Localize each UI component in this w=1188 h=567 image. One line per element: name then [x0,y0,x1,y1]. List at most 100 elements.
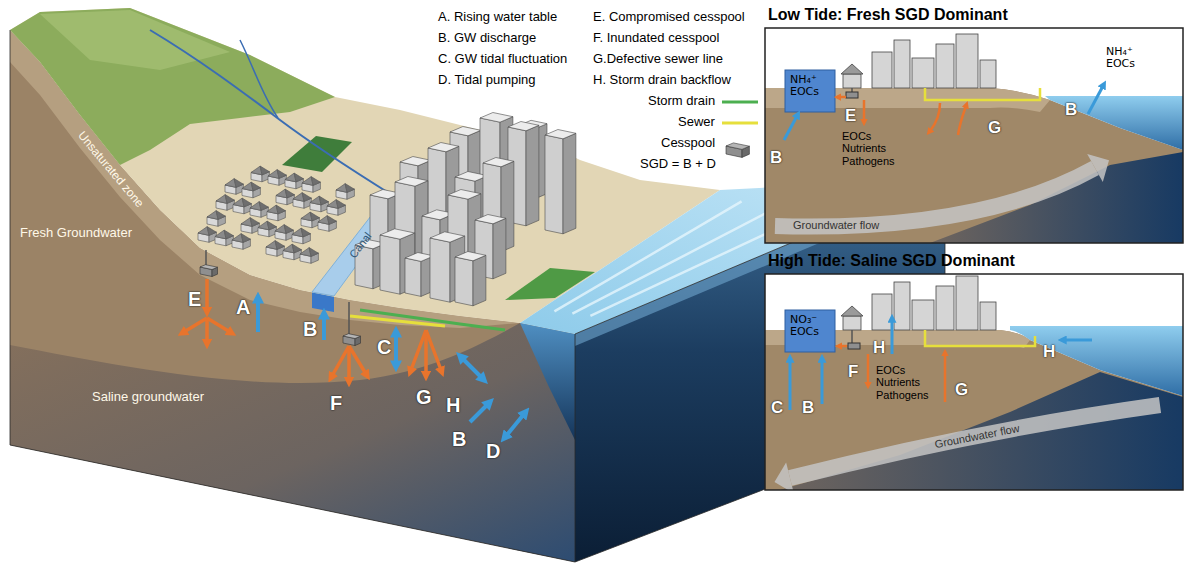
low-tide-scene [839,96,846,99]
cesspool-symbol [726,143,749,150]
high-tide-scene [841,306,863,316]
house-icon [276,205,285,214]
building-icon [405,253,434,297]
land-surface [282,136,352,172]
house-icon [285,189,294,198]
high-tide-scene [925,330,1035,346]
high-tide-scene [840,345,847,348]
legend-item: Cesspool [661,136,715,151]
house-icon [302,193,311,202]
house-icon [266,241,284,257]
process-letter: G [955,380,968,399]
house-icon [258,221,276,237]
house-icon [345,184,354,193]
zone-label: Saline groundwater [92,390,204,405]
low-tide-scene [872,52,892,88]
house-icon [318,216,336,232]
ocean-surface [554,201,741,311]
pipes [206,250,505,336]
building-icon [380,229,415,239]
high-tide-scene [944,354,947,402]
pipes [350,316,445,326]
house-icon [283,244,301,260]
process-letter: B [303,318,317,340]
key-item: D. Tidal pumping [438,73,536,88]
house-icon [310,196,328,212]
house-icon [198,227,216,243]
house-icon [293,193,311,209]
water-arrow [256,300,260,332]
house-icon [260,166,269,175]
panel-title: Low Tide: Fresh SGD Dominant [768,6,1008,24]
key-item: F. Inundated cesspool [593,31,719,46]
process-letter: E [188,288,201,310]
building-icon [430,232,465,242]
low-tide-scene [894,40,910,88]
house-icon [275,241,284,250]
low-tide-scene [851,88,853,92]
house-icon [275,225,293,241]
high-tide-scene [1064,339,1092,342]
high-tide-scene [980,302,996,330]
high-tide-scene [851,330,853,343]
land-surface [150,30,392,195]
beach-park [505,268,595,300]
process-letter: B [770,148,782,167]
pipes [348,302,350,336]
legend-text: Cesspool [661,135,715,150]
low-tide-scene [912,58,934,88]
low-tide-scene [784,86,1103,140]
legend-text: Storm drain [648,93,715,108]
house-icon [232,234,250,250]
high-tide-scene [956,276,978,330]
house-icon [241,234,250,243]
low-tide-scene [863,100,866,121]
low-tide-scene [765,28,1183,243]
house-icon [233,198,251,214]
building-icon [475,215,506,224]
contaminant-list: EOCs Nutrients Pathogens [842,130,895,167]
high-tide-scene [821,360,824,404]
building-icon [545,135,563,234]
house-icon [225,179,243,195]
low-tide-scene [785,70,835,112]
low-tide-scene [841,64,863,74]
leak-arrow [184,279,441,380]
key-item: G.Defective sewer line [593,52,723,67]
legend-sample [722,101,758,104]
process-letter: G [416,386,432,408]
house-icon [292,244,301,253]
building-icon [493,218,506,278]
land-surface [240,40,278,118]
house-icon [301,228,310,237]
formula-note: SGD = B + D [640,157,716,172]
house-icon [224,230,233,239]
leak-arrow [205,318,209,342]
water-arrow [470,404,488,422]
land-surface [10,8,335,165]
cesspool-symbol [200,265,218,277]
house-icon [319,196,328,205]
house-icon [301,212,319,228]
building-icon [448,190,481,200]
high-tide-scene [867,354,870,384]
house-icon [251,182,260,191]
house-icon [207,227,216,236]
low-tide-scene [958,106,966,135]
high-tide-scene [841,276,996,330]
panel-title: High Tide: Saline SGD Dominant [768,252,1015,270]
water-arrow [394,334,398,364]
process-letter: A [236,296,250,318]
contaminant-list: EOCs Nutrients Pathogens [876,364,929,401]
cesspool-symbol [200,265,218,270]
cesspool-symbol [343,334,361,346]
house-icon [242,182,260,198]
building-icon [430,238,450,302]
high-tide-scene [843,316,861,330]
house-icon [259,202,268,211]
block-outline [575,334,576,562]
low-tide-scene [775,168,1095,227]
high-tide-scene [785,310,835,352]
house-icon [216,211,225,220]
tide-panel: Low Tide: Fresh SGD DominantNH₄⁺ EOCsBEE… [765,4,1183,244]
